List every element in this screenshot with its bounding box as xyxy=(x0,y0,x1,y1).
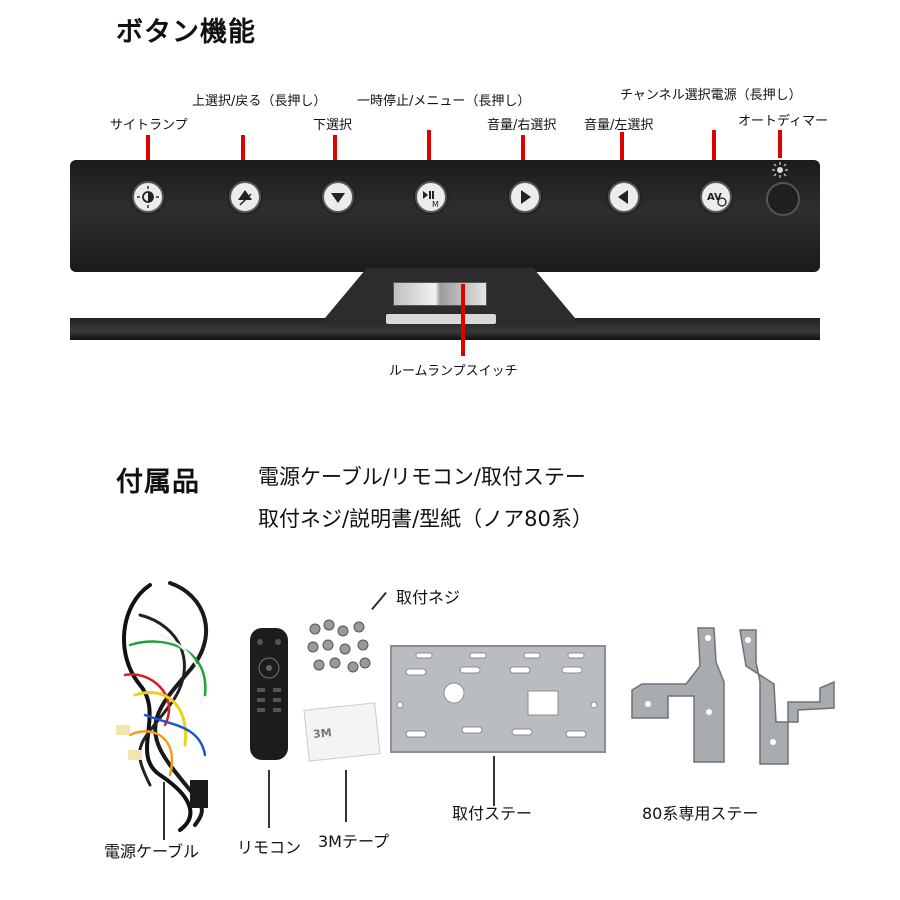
triangle-down-icon xyxy=(331,193,345,203)
button-functions-title: ボタン機能 xyxy=(116,17,256,48)
room-lamp-switch[interactable] xyxy=(393,282,487,306)
caption-80-series-brackets: 80系専用ステー xyxy=(642,804,759,823)
label-down-select: 下選択 xyxy=(313,118,353,133)
label-channel-power: チャンネル選択電源（長押し） xyxy=(620,88,802,103)
side-lamp-button[interactable] xyxy=(132,181,164,213)
triangle-left-icon xyxy=(618,190,628,204)
caption-3m-tape: 3Mテープ xyxy=(318,832,390,851)
pointer-pause xyxy=(427,130,431,169)
label-volume-left: 音量/左選択 xyxy=(584,118,654,133)
channel-power-button[interactable]: AV xyxy=(700,181,732,213)
pointer-channel xyxy=(712,130,716,169)
pointer-up xyxy=(241,135,245,169)
pointer-screws xyxy=(371,591,387,611)
pointer-room-lamp xyxy=(461,284,465,356)
pointer-left xyxy=(620,132,624,169)
pointer-auto-dimmer xyxy=(778,130,782,158)
accessories-list-line1: 電源ケーブル/リモコン/取付ステー xyxy=(258,465,586,489)
svg-text:M: M xyxy=(432,200,439,209)
pointer-down xyxy=(333,135,337,169)
mounting-plate-image xyxy=(390,645,606,753)
pointer-cable xyxy=(163,782,165,840)
svg-text:AV: AV xyxy=(707,192,722,203)
accessories-list-line2: 取付ネジ/説明書/型紙（ノア80系） xyxy=(258,507,593,531)
sun-icon xyxy=(772,162,788,178)
remote-control-image xyxy=(250,628,288,760)
tape-image: 3M xyxy=(303,702,381,762)
down-button[interactable] xyxy=(322,181,354,213)
up-return-icon xyxy=(238,190,252,206)
brackets-image xyxy=(631,627,835,765)
caption-screws: 取付ネジ xyxy=(396,588,461,607)
av-power-icon: AV xyxy=(707,192,727,207)
label-pause-menu: 一時停止/メニュー（長押し） xyxy=(357,94,531,109)
label-up-select: 上選択/戻る（長押し） xyxy=(192,94,327,109)
label-room-lamp-switch: ルームランプスイッチ xyxy=(389,364,518,379)
caption-mounting-plate: 取付ステー xyxy=(452,804,533,823)
label-volume-right: 音量/右選択 xyxy=(487,118,557,133)
caption-power-cable: 電源ケーブル xyxy=(104,842,200,861)
triangle-right-icon xyxy=(521,190,531,204)
volume-right-button[interactable] xyxy=(509,181,541,213)
pointer-remote xyxy=(268,770,270,828)
caption-remote: リモコン xyxy=(237,838,302,857)
screws-image xyxy=(307,619,371,673)
label-side-lamp: サイトランプ xyxy=(110,118,188,133)
pointer-plate xyxy=(493,756,495,806)
accessories-title: 付属品 xyxy=(116,467,200,498)
pointer-side-lamp xyxy=(146,135,150,169)
monitor-button-bar xyxy=(70,160,820,272)
volume-left-button[interactable] xyxy=(608,181,640,213)
play-pause-menu-icon: M xyxy=(423,191,439,209)
monitor-bar-lower-edge xyxy=(70,318,820,340)
pointer-tape xyxy=(345,770,347,822)
lamp-icon xyxy=(137,186,159,208)
power-cable-image xyxy=(116,581,208,832)
room-lamp-lens xyxy=(386,314,496,324)
auto-dimmer-sensor xyxy=(766,182,800,216)
pointer-right xyxy=(521,135,525,169)
tape-print: 3M xyxy=(312,726,333,741)
label-auto-dimmer: オートディマー xyxy=(738,114,829,129)
pause-menu-button[interactable]: M xyxy=(415,181,447,213)
up-back-button[interactable] xyxy=(229,181,261,213)
remote-buttons-icon xyxy=(257,639,281,712)
